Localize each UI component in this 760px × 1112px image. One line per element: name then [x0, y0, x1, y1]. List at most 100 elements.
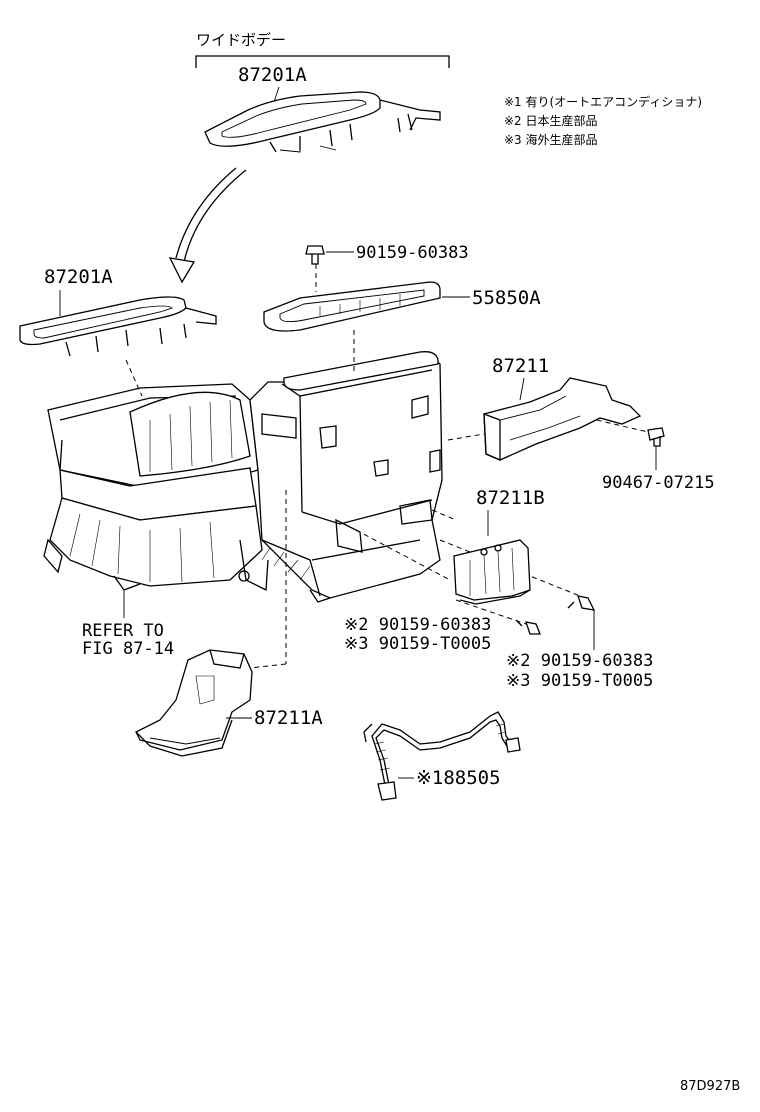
harness-connector-left: [377, 781, 397, 801]
filter-cover-outer: [263, 281, 441, 332]
dash-clip: [587, 417, 649, 433]
refer-line-1: REFER TO: [82, 621, 164, 641]
evap-bosses: [319, 395, 441, 477]
screw-top-head: [305, 245, 325, 255]
evap-bottom-hatch: [261, 547, 311, 581]
duct-b-ribs: [469, 547, 515, 596]
screw-mid: ※2 90159-60383 ※3 90159-T0005: [344, 615, 541, 654]
evap-face: [299, 395, 433, 525]
harness-88505: ※188505: [363, 711, 521, 801]
screw-low-shank: [567, 601, 575, 609]
harness-connector-right: [505, 737, 521, 753]
dash-left-duct: [125, 359, 143, 397]
blower-lower-hatch: [69, 513, 215, 583]
filter-cover-55850a: 55850A: [263, 281, 541, 332]
evap-foot: [309, 589, 331, 603]
duct-a-window: [195, 675, 215, 705]
harness-wraps: [373, 723, 507, 771]
evap-bracket: [239, 539, 269, 592]
duct-right-mouth: [483, 413, 501, 461]
dash-duct-b: [431, 509, 457, 521]
bracket-line: [195, 55, 450, 68]
arrow-head: [168, 257, 196, 284]
evap-filter-slot: [283, 351, 439, 391]
left-duct-tabs: [65, 307, 217, 357]
evap-bottom: [261, 539, 421, 597]
top-duct-87201a: 87201A: [204, 64, 441, 153]
dash-screw-mid: [455, 599, 527, 625]
refer-line-2: FIG 87-14: [82, 639, 174, 659]
dash-duct-a-2: [249, 663, 287, 669]
duct-b-hole-2: [494, 544, 502, 552]
top-duct-inner: [221, 99, 367, 138]
duct-b-body: [453, 539, 531, 601]
duct-right-body: [483, 377, 642, 461]
duct-87211: 87211: [483, 355, 642, 461]
duct-right-ribs: [499, 395, 581, 441]
top-duct-outer: [204, 91, 381, 147]
duct-87211b: 87211B: [453, 487, 545, 605]
callout-harness: ※188505: [416, 767, 501, 789]
duct-a-mouth: [209, 649, 245, 669]
callout-duct-a: 87211A: [254, 707, 323, 729]
note-2: ※2 日本生産部品: [504, 113, 598, 128]
screw-mid-shank: [515, 619, 523, 627]
leader-duct-right: [519, 377, 525, 401]
note-1: ※1 有り(オートエアコンディショナ): [504, 94, 702, 109]
callout-screw-top: 90159-60383: [356, 243, 469, 263]
duct-a-body: [135, 649, 253, 751]
evap-left-lug: [261, 413, 297, 439]
callout-screw-mid-2: ※3 90159-T0005: [344, 634, 491, 654]
arrow-shaft: [183, 169, 247, 263]
screw-mid-head: [525, 621, 541, 635]
harness-wire-2: [375, 719, 509, 791]
callout-left-duct: 87201A: [44, 266, 113, 288]
blower-foot: [43, 538, 63, 574]
screw-low: ※2 90159-60383 ※3 90159-T0005: [506, 595, 653, 691]
clip-shank: [653, 436, 661, 447]
top-duct-flange: [379, 99, 441, 131]
callout-screw-low-1: ※2 90159-60383: [506, 651, 653, 671]
top-duct-tab-feet: [279, 145, 337, 153]
blower-dome: [129, 391, 251, 477]
clip-right: 90467-07215: [602, 427, 715, 493]
screw-top: 90159-60383: [305, 243, 469, 265]
left-duct-87201a: 87201A: [19, 266, 217, 357]
arrow-shaft-2: [175, 167, 237, 259]
duct-b-flange: [459, 589, 531, 605]
callout-screw-mid-1: ※2 90159-60383: [344, 615, 491, 635]
duct-a-base: [135, 719, 233, 757]
callout-filter-cover: 55850A: [472, 287, 541, 309]
harness-clip: [363, 723, 373, 743]
refer-note: REFER TO FIG 87-14: [82, 590, 174, 659]
harness-wire: [371, 711, 513, 791]
figure-id: 87D927B: [680, 1079, 740, 1094]
filter-cover-inner: [279, 289, 425, 323]
filter-cover-ribs: [319, 294, 401, 316]
blower-dome-hatch: [149, 399, 233, 472]
top-duct-tabs: [269, 113, 413, 153]
left-duct-inner: [33, 305, 173, 339]
callout-top-duct: 87201A: [238, 64, 307, 86]
arrow-curved: [168, 167, 247, 284]
dash-duct-right: [447, 433, 485, 441]
clip-head: [647, 427, 665, 441]
left-duct-outer: [19, 296, 187, 346]
heater-unit: [43, 351, 443, 603]
note-3: ※3 海外生産部品: [504, 132, 598, 147]
callout-screw-low-2: ※3 90159-T0005: [506, 671, 653, 691]
wide-body-label: ワイドボデー: [196, 31, 286, 49]
callout-clip: 90467-07215: [602, 473, 715, 493]
screw-top-shank: [311, 254, 319, 265]
evap-bracket-hole: [238, 570, 250, 582]
screw-low-head: [577, 595, 596, 611]
blower-lower: [49, 497, 263, 587]
duct-a-rib: [149, 737, 221, 745]
callout-duct-b: 87211B: [476, 487, 545, 509]
evap-case: [249, 355, 443, 599]
callout-duct-right: 87211: [492, 355, 549, 377]
duct-87211a: 87211A: [135, 649, 323, 757]
wide-body-bracket: ワイドボデー: [195, 31, 450, 68]
notes-block: ※1 有り(オートエアコンディショナ) ※2 日本生産部品 ※3 海外生産部品: [504, 94, 702, 147]
